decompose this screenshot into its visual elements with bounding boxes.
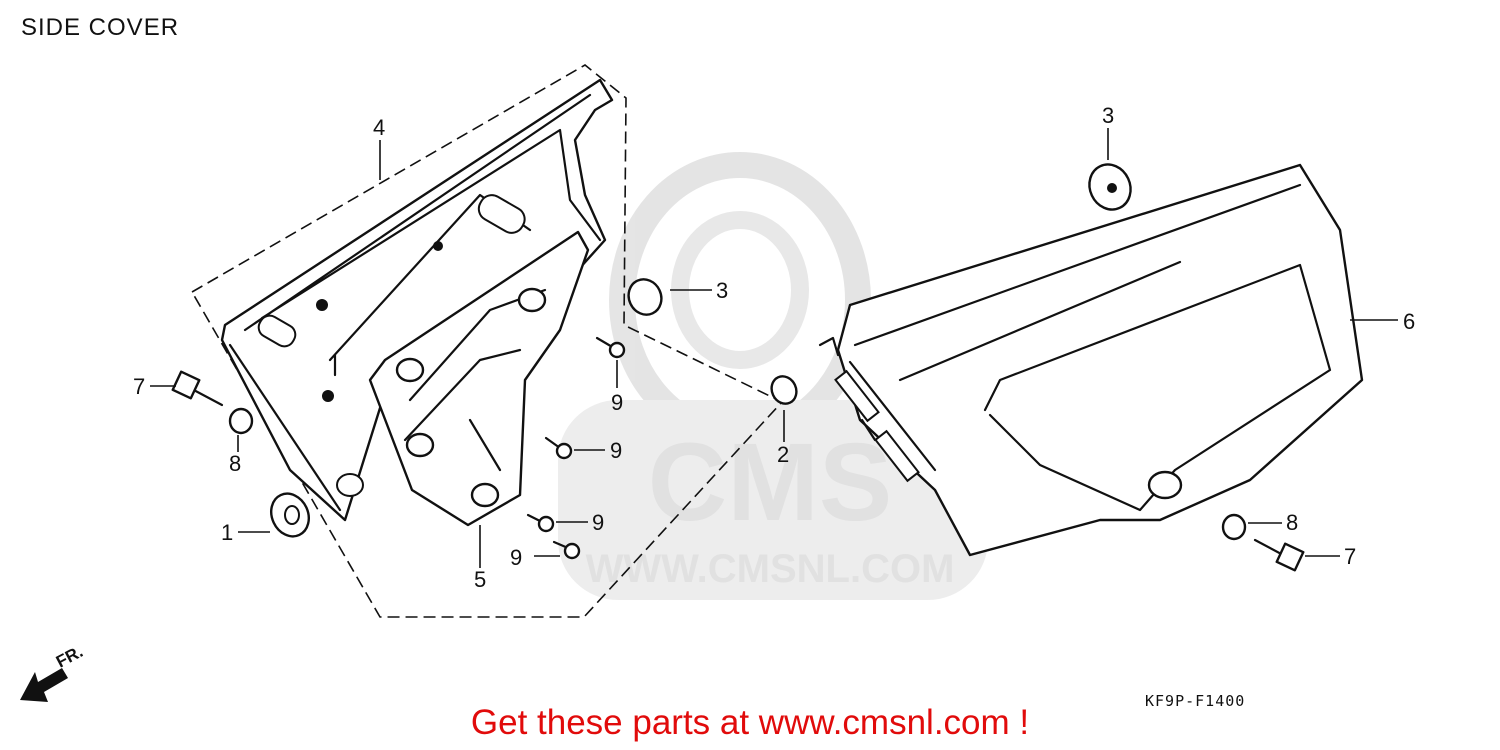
screw-9-icon [526, 336, 626, 560]
leader-lines [150, 128, 1398, 568]
direction-label: FR. [53, 642, 86, 672]
callout-3-right: 3 [1102, 103, 1114, 128]
collar-8-icon [228, 407, 1247, 541]
mounting-plate-part-5 [368, 230, 590, 527]
grommet-2-icon [770, 375, 798, 405]
watermark-logo: CMS [648, 421, 892, 544]
watermark: CMS WWW.CMSNL.COM [558, 152, 988, 600]
callout-9-c: 9 [592, 510, 604, 535]
callout-7-right: 7 [1344, 544, 1356, 569]
callout-8-left: 8 [229, 451, 241, 476]
side-cover-part-6 [818, 163, 1364, 557]
group-outline [190, 64, 784, 618]
watermark-url: WWW.CMSNL.COM [586, 547, 955, 591]
callout-9-b: 9 [610, 438, 622, 463]
callout-9-a: 9 [611, 390, 623, 415]
callout-4: 4 [373, 115, 385, 140]
callout-8-right: 8 [1286, 510, 1298, 535]
callout-6: 6 [1403, 309, 1415, 334]
callout-3-left: 3 [716, 278, 728, 303]
callout-5: 5 [474, 567, 486, 592]
diagram-code: KF9P-F1400 [1145, 692, 1246, 710]
footer-link-text[interactable]: Get these parts at www.cmsnl.com ! [470, 703, 1030, 742]
callout-2: 2 [777, 442, 789, 467]
inner-cover-part-4 [220, 78, 614, 522]
callout-9-d: 9 [510, 545, 522, 570]
callout-7-left: 7 [133, 374, 145, 399]
callout-1: 1 [221, 520, 233, 545]
diagram-title: SIDE COVER [21, 14, 180, 41]
front-direction-arrow-icon: FR. [20, 642, 86, 702]
bolt-7-icon [171, 370, 1305, 572]
grommet-1-icon [270, 492, 310, 538]
grommet-3-icon [627, 163, 1132, 316]
